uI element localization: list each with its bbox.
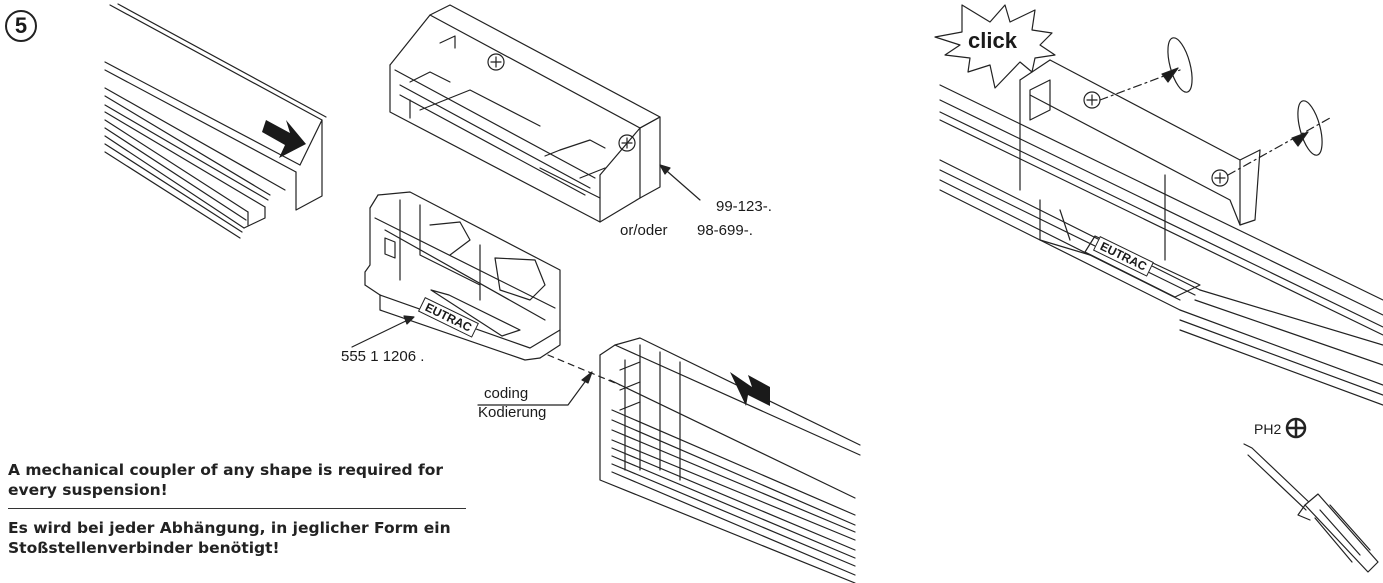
divider	[8, 508, 466, 509]
label-or-oder: or/oder	[620, 222, 668, 239]
leader-arrow-icon	[403, 315, 415, 325]
step-number-badge: 5	[5, 10, 37, 42]
note-english: A mechanical coupler of any shape is req…	[8, 461, 443, 499]
phillips-icon	[1285, 417, 1307, 439]
click-label: click	[968, 28, 1017, 53]
screw-axis	[1099, 69, 1181, 101]
leader-line	[477, 374, 591, 406]
label-kodierung: Kodierung	[478, 404, 547, 421]
leader-line	[351, 317, 413, 348]
track-rail-left	[104, 3, 327, 239]
arrow-left-icon	[730, 372, 770, 406]
leader-arrow-icon	[659, 164, 671, 175]
screw-icon	[487, 53, 636, 152]
click-burst-icon	[934, 4, 1056, 89]
note-german: Es wird bei jeder Abhängung, in jegliche…	[8, 519, 451, 557]
label-coding: coding	[484, 385, 529, 402]
label-adapter-code: 555 1 1206 .	[341, 348, 425, 365]
label-alt-code: 98-699-.	[697, 222, 753, 239]
rotate-icon	[1161, 37, 1323, 156]
screw-axis	[1227, 117, 1331, 176]
assembled-rail	[939, 59, 1383, 406]
arrow-right-icon	[262, 120, 306, 158]
label-part-code: 99-123-.	[716, 198, 772, 215]
screw-icon	[1083, 91, 1229, 187]
connector-part	[389, 4, 661, 223]
adapter-part	[364, 191, 561, 361]
track-rail-right	[599, 337, 861, 583]
leader-arrow-icon	[581, 371, 593, 384]
alignment-axis	[547, 354, 621, 386]
screwdriver-icon	[1243, 443, 1379, 573]
label-screwdriver: PH2	[1254, 421, 1282, 437]
